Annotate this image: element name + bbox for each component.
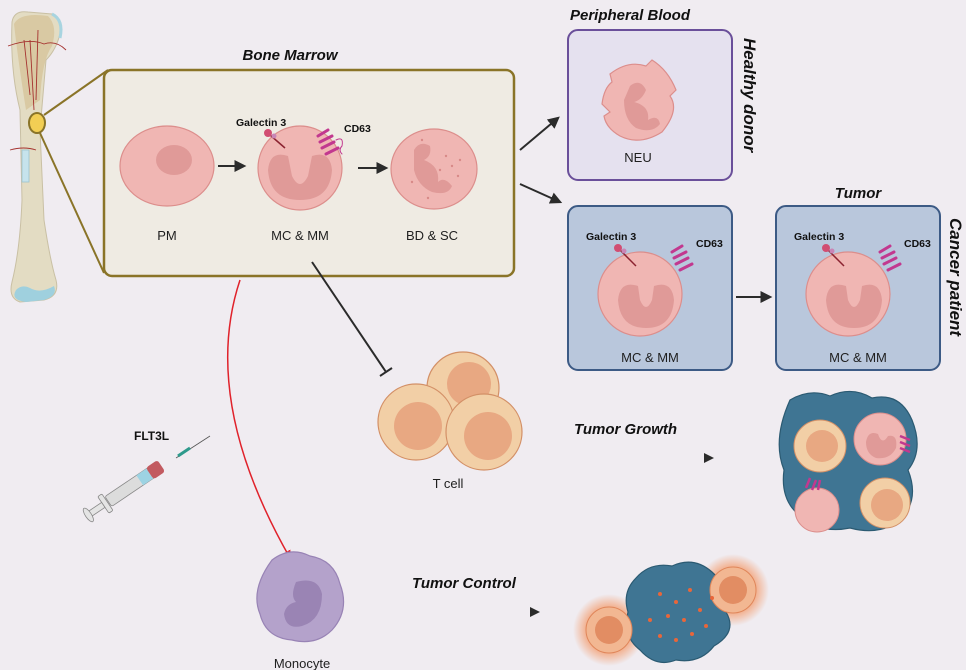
mc-mm-label: MC & MM (271, 228, 329, 243)
syringe-icon (82, 435, 211, 523)
cd63-label: CD63 (344, 123, 371, 135)
flt3l-label: FLT3L (134, 429, 169, 443)
monocyte-cell (256, 551, 345, 643)
cancer-blood-panel: Galectin 3 CD63 MC & MM (567, 205, 733, 371)
cancer-patient-label: Cancer patient (946, 218, 965, 337)
neutrophil-cell (601, 59, 677, 141)
flt3l-arrow (227, 279, 291, 560)
cd63-label: CD63 (696, 238, 723, 250)
monocyte-label: Monocyte (274, 656, 330, 670)
tumor-growth-label: Tumor Growth (574, 421, 677, 438)
pm-label: PM (157, 228, 177, 243)
arrow-to-cancer-blood (519, 183, 563, 204)
inhibition-arrow (311, 261, 393, 377)
bone-illustration (7, 11, 109, 303)
tumor-title: Tumor (835, 185, 883, 202)
galectin-3-label: Galectin 3 (236, 117, 286, 129)
t-cell-label: T cell (433, 476, 464, 491)
t-cell-cluster (377, 351, 523, 471)
promyelocyte-cell (119, 125, 215, 207)
neu-label: NEU (624, 150, 651, 165)
tumor-control-label: Tumor Control (412, 575, 517, 592)
galectin-3-marker-icon (614, 244, 637, 267)
mc-mm-label: MC & MM (621, 350, 679, 365)
tumor-control-mass (573, 554, 769, 666)
blood-vessels (7, 29, 67, 151)
bd-sc-label: BD & SC (406, 228, 458, 243)
cd63-marker-icon (878, 244, 902, 272)
galectin-3-marker-icon (822, 244, 845, 267)
cd63-label: CD63 (904, 238, 931, 250)
band-segmented-cell (390, 128, 478, 210)
peripheral-blood-panel: Peripheral Blood NEU Healthy donor (567, 7, 759, 181)
cd63-marker-icon (670, 244, 694, 272)
bone-marrow-title: Bone Marrow (242, 47, 338, 64)
healthy-donor-label: Healthy donor (740, 38, 759, 154)
bone-marrow-panel: Bone Marrow PM Galectin 3 CD63 MC & MM (102, 47, 516, 278)
marrow-zoom-circle (28, 112, 46, 134)
peripheral-blood-title: Peripheral Blood (570, 7, 691, 24)
galectin-3-label: Galectin 3 (794, 231, 844, 243)
galectin-3-label: Galectin 3 (586, 231, 636, 243)
tumor-panel: Tumor Galectin 3 CD63 MC & MM (775, 185, 941, 371)
mc-mm-label: MC & MM (829, 350, 887, 365)
periosteum-patch (21, 149, 30, 183)
arrow-to-peripheral-blood (519, 116, 560, 151)
cd63-marker-icon (316, 128, 343, 156)
galectin-3-marker-icon (264, 129, 286, 149)
tumor-growth-mass (778, 390, 918, 533)
